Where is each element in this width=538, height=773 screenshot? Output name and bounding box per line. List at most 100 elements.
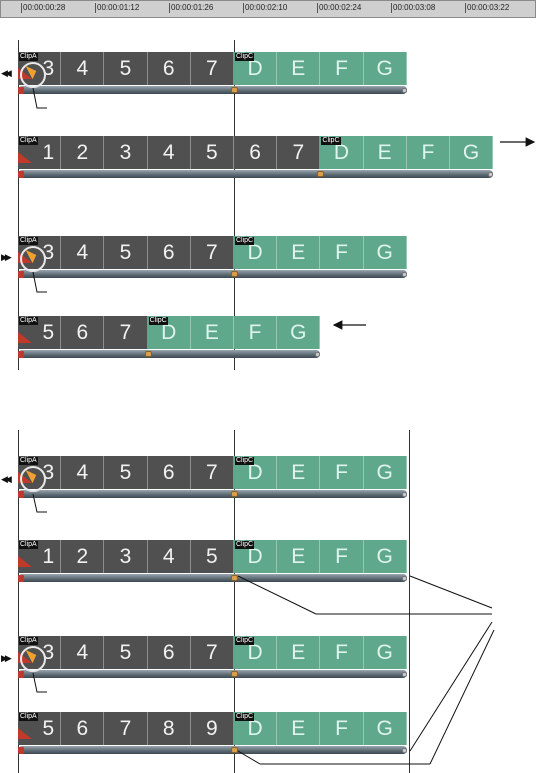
clip-a-frame[interactable]: 6 bbox=[147, 456, 191, 489]
clip-c-frame[interactable]: E bbox=[277, 540, 321, 573]
in-point-marker[interactable] bbox=[18, 351, 24, 358]
clip-a-frame[interactable]: 4 bbox=[61, 236, 105, 269]
clip-a-frame[interactable]: 6 bbox=[61, 316, 105, 349]
out-point-marker[interactable] bbox=[315, 352, 321, 357]
clip-a-frame[interactable]: 5 bbox=[104, 456, 148, 489]
clip-trim-bar[interactable] bbox=[18, 670, 407, 678]
out-point-marker[interactable] bbox=[401, 272, 407, 277]
clip-trim-bar[interactable] bbox=[18, 350, 321, 358]
transition-knob[interactable] bbox=[231, 271, 238, 277]
clip-a-frame[interactable]: 9 bbox=[190, 712, 234, 745]
clip-c-frame[interactable]: F bbox=[320, 52, 364, 85]
out-point-marker[interactable] bbox=[401, 88, 407, 93]
clip-a-frame[interactable]: 4 bbox=[147, 540, 191, 573]
clip-trim-bar[interactable] bbox=[18, 574, 407, 582]
clip-a-frame[interactable]: 6 bbox=[61, 712, 105, 745]
clip-c-frame[interactable]: F bbox=[320, 636, 364, 669]
clip-c-frame[interactable]: G bbox=[363, 236, 407, 269]
clip-a-frame[interactable]: 7 bbox=[277, 136, 321, 169]
clip-trim-bar[interactable] bbox=[18, 270, 407, 278]
clip-c-frame[interactable]: G bbox=[450, 136, 494, 169]
clip-a-frame[interactable]: 7 bbox=[104, 316, 148, 349]
transition-knob[interactable] bbox=[317, 171, 325, 177]
clip-c-frame[interactable]: G bbox=[363, 712, 407, 745]
in-point-marker[interactable] bbox=[18, 671, 24, 678]
in-point-marker[interactable] bbox=[18, 87, 24, 94]
clip-c-frame[interactable]: G bbox=[363, 456, 407, 489]
clip-c-frame[interactable]: F bbox=[320, 456, 364, 489]
clip-a-frame[interactable]: 5 bbox=[104, 636, 148, 669]
transition-knob[interactable] bbox=[231, 575, 238, 581]
out-point-marker[interactable] bbox=[401, 576, 407, 581]
clip-c-frame[interactable]: E bbox=[277, 456, 321, 489]
clip-a-frame[interactable]: 5 bbox=[104, 236, 148, 269]
ruler-tick bbox=[391, 3, 392, 13]
clip-a-frame[interactable]: 6 bbox=[147, 52, 191, 85]
clip-a-frame[interactable]: 5 bbox=[104, 52, 148, 85]
trim-handle-icon[interactable] bbox=[18, 556, 32, 567]
clip-trim-bar[interactable] bbox=[18, 490, 407, 498]
clip-c-label: ClipC bbox=[235, 637, 255, 645]
in-point-marker[interactable] bbox=[18, 271, 24, 278]
transition-knob[interactable] bbox=[144, 351, 152, 357]
clip-a-frame[interactable]: 7 bbox=[190, 236, 234, 269]
clip-a-frame[interactable]: 6 bbox=[234, 136, 278, 169]
clip-c-frame[interactable]: F bbox=[234, 316, 278, 349]
clip-a-frame[interactable]: 2 bbox=[61, 540, 105, 573]
clip-trim-bar[interactable] bbox=[18, 86, 407, 94]
transition-knob[interactable] bbox=[231, 491, 238, 497]
clip-a-frame[interactable]: 7 bbox=[190, 52, 234, 85]
clip-trim-bar[interactable] bbox=[18, 746, 407, 754]
clip-a-frame[interactable]: 4 bbox=[61, 636, 105, 669]
out-point-marker[interactable] bbox=[401, 748, 407, 753]
clip-a-frame[interactable]: 5 bbox=[190, 540, 234, 573]
clip-a-frame[interactable]: 7 bbox=[190, 636, 234, 669]
clip-c-frame[interactable]: F bbox=[320, 540, 364, 573]
clip-a-frame[interactable]: 7 bbox=[104, 712, 148, 745]
out-point-marker[interactable] bbox=[401, 672, 407, 677]
in-point-marker[interactable] bbox=[18, 747, 24, 754]
clip-a-frame[interactable]: 6 bbox=[147, 636, 191, 669]
trim-handle-icon[interactable] bbox=[18, 152, 32, 163]
clip-a-frame[interactable]: 3 bbox=[104, 136, 148, 169]
clip-c-frame[interactable]: D bbox=[234, 712, 278, 745]
in-point-marker[interactable] bbox=[18, 171, 24, 178]
timeline-ruler[interactable]: 00:00:00:28 00:00:01:12 00:00:01:26 00:0… bbox=[0, 0, 536, 18]
in-point-marker[interactable] bbox=[18, 491, 24, 498]
in-point-marker[interactable] bbox=[18, 575, 24, 582]
clip-c-frame[interactable]: E bbox=[277, 236, 321, 269]
clip-c-frame[interactable]: E bbox=[277, 712, 321, 745]
transition-knob[interactable] bbox=[231, 747, 238, 753]
clip-a-frame[interactable]: 4 bbox=[147, 136, 191, 169]
clip-c-frame[interactable]: F bbox=[406, 136, 450, 169]
transition-knob[interactable] bbox=[231, 671, 238, 677]
clip-a-frame[interactable]: 8 bbox=[147, 712, 191, 745]
clip-a-frame[interactable]: 3 bbox=[104, 540, 148, 573]
clip-a-label: ClipA bbox=[19, 317, 38, 325]
guide-line bbox=[18, 430, 19, 773]
clip-c-frame[interactable]: E bbox=[363, 136, 407, 169]
clip-c-frame[interactable]: D bbox=[320, 136, 364, 169]
clip-trim-bar[interactable] bbox=[18, 170, 494, 178]
clip-c-frame[interactable]: E bbox=[277, 52, 321, 85]
trim-handle-icon[interactable] bbox=[18, 728, 32, 739]
clip-a-frame[interactable]: 6 bbox=[147, 236, 191, 269]
clip-a-frame[interactable]: 2 bbox=[61, 136, 105, 169]
out-point-marker[interactable] bbox=[488, 172, 494, 177]
clip-c-frame[interactable]: E bbox=[277, 636, 321, 669]
clip-c-frame[interactable]: E bbox=[190, 316, 234, 349]
clip-c-frame[interactable]: F bbox=[320, 712, 364, 745]
transition-knob[interactable] bbox=[231, 87, 238, 93]
clip-a-frame[interactable]: 4 bbox=[61, 52, 105, 85]
clip-c-frame[interactable]: G bbox=[363, 52, 407, 85]
clip-c-frame[interactable]: D bbox=[234, 52, 278, 85]
clip-c-frame[interactable]: F bbox=[320, 236, 364, 269]
trim-handle-icon[interactable] bbox=[18, 332, 32, 343]
clip-a-frame[interactable]: 5 bbox=[190, 136, 234, 169]
clip-c-frame[interactable]: G bbox=[277, 316, 321, 349]
clip-a-frame[interactable]: 4 bbox=[61, 456, 105, 489]
clip-c-frame[interactable]: G bbox=[363, 540, 407, 573]
clip-a-frame[interactable]: 7 bbox=[190, 456, 234, 489]
out-point-marker[interactable] bbox=[401, 492, 407, 497]
clip-c-frame[interactable]: G bbox=[363, 636, 407, 669]
